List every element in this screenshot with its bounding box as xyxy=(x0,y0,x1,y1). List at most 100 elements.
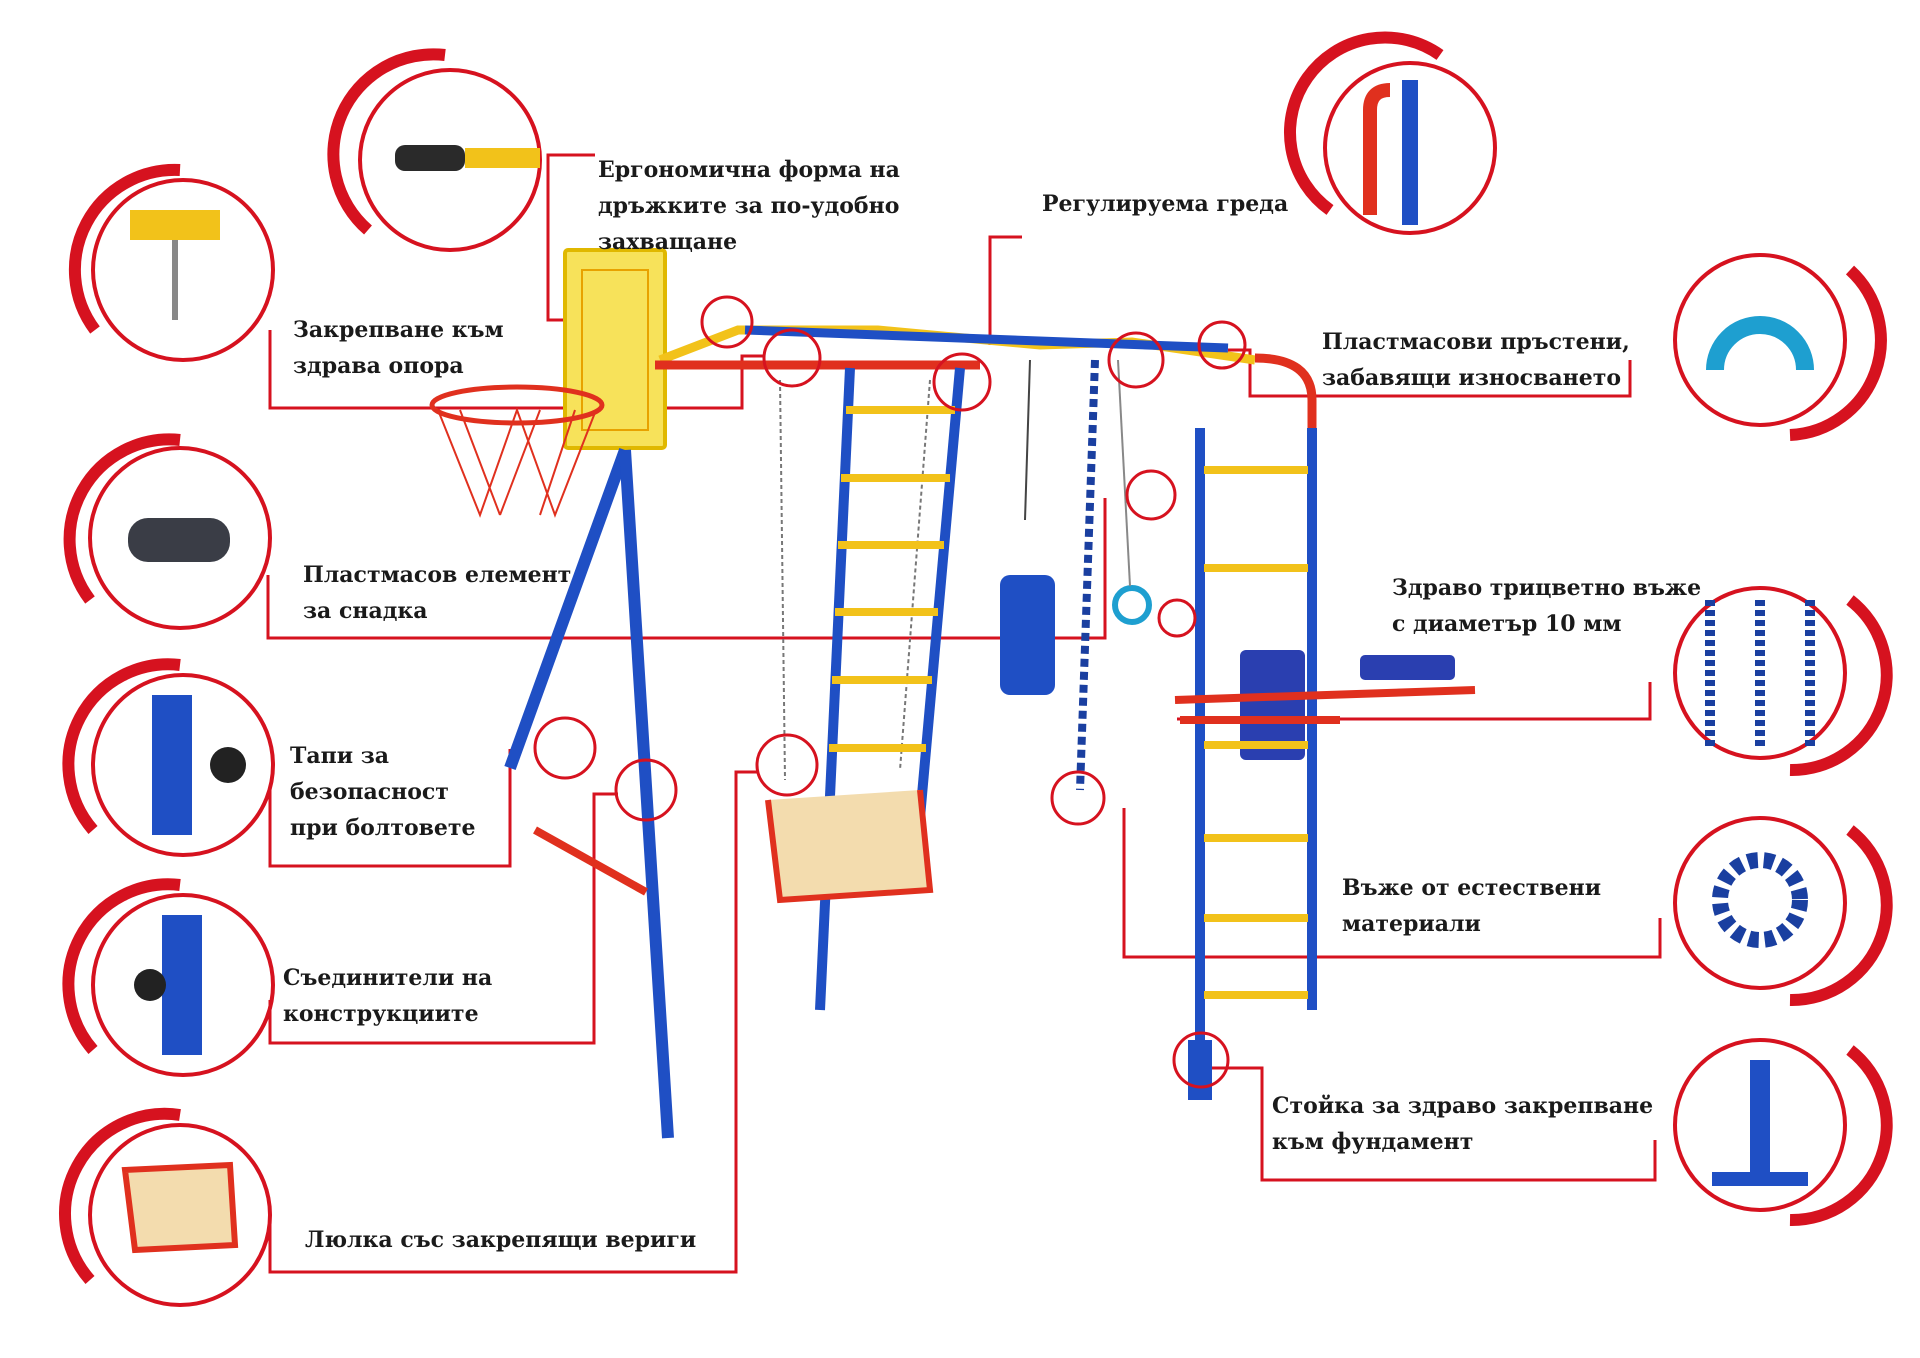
marker-handles xyxy=(700,295,754,349)
thumb-beam-arc xyxy=(1283,31,1444,215)
marker-beam xyxy=(932,352,992,412)
callout-label-caps: Тапи за безопасност при болтовете xyxy=(290,743,476,841)
callout-label-rope3: Здраво трицветно въже с диаметър 10 мм xyxy=(1392,575,1702,637)
callout-label-natural-rope: Въже от естествени материали xyxy=(1342,875,1602,937)
swing-seat-icon xyxy=(121,1161,239,1254)
thumb-snap xyxy=(63,433,272,630)
callout-label-handles: Ергономична форма на дръжките за по-удоб… xyxy=(598,157,900,255)
callout-label-mount: Закрепване към здрава опора xyxy=(293,317,504,379)
thumb-rings-arc xyxy=(1789,265,1887,441)
post-base-icon xyxy=(1712,1172,1808,1186)
marker-natural-rope xyxy=(1050,770,1106,826)
a-frame-leg-left xyxy=(504,447,631,771)
natural-rope-icon xyxy=(1712,852,1808,948)
thumb-rope3 xyxy=(1673,586,1893,777)
connector-pipe-icon xyxy=(162,915,202,1055)
thumb-rope3-arc xyxy=(1789,595,1893,777)
thumb-natural-rope xyxy=(1673,816,1893,1007)
callout-label-swing: Люлка със закрепящи вериги xyxy=(305,1227,697,1253)
thumb-snap-ring xyxy=(88,446,272,630)
ladder1-rail-right xyxy=(913,367,965,841)
a-frame-brace xyxy=(533,826,648,896)
thumb-caps-ring xyxy=(91,673,275,857)
thumb-connectors-arc xyxy=(62,878,181,1054)
marker-caps xyxy=(533,716,597,780)
thumb-natural-rope-arc xyxy=(1789,825,1893,1007)
bag-rope xyxy=(1024,359,1031,521)
thumb-swing xyxy=(59,1107,272,1307)
connector-post xyxy=(1211,1066,1657,1182)
marker-rings xyxy=(1197,320,1247,370)
thumb-natural-rope-ring xyxy=(1673,816,1847,990)
gym-ring xyxy=(1112,585,1152,625)
detail-thumbnails xyxy=(59,31,1893,1307)
thumb-beam-ring xyxy=(1323,61,1497,235)
thumb-post xyxy=(1673,1038,1893,1227)
marker-mount xyxy=(762,328,822,388)
thumb-mount-ring xyxy=(91,178,275,362)
ladder1-rail-left xyxy=(815,367,855,1011)
mount-bracket-icon xyxy=(130,210,220,240)
tricolor-rope-icon xyxy=(1705,600,1815,750)
thumb-rings xyxy=(1673,253,1887,441)
connector-snap xyxy=(266,498,1107,640)
connector-connectors xyxy=(268,792,618,1045)
callout-label-post: Стойка за здраво закрепване към фундамен… xyxy=(1272,1093,1654,1155)
thumb-post-ring xyxy=(1673,1038,1847,1212)
thumb-swing-arc xyxy=(59,1107,181,1284)
ladder-rungs xyxy=(829,406,1308,999)
connector-rings xyxy=(1228,348,1632,398)
dip-bar-pad xyxy=(1360,655,1455,680)
marker-post xyxy=(1172,1031,1230,1089)
swing-chains xyxy=(779,379,931,781)
thumb-rope3-ring xyxy=(1673,586,1847,760)
punching-bag xyxy=(1000,575,1055,695)
connector-bolt-icon xyxy=(134,969,166,1001)
basketball-rim xyxy=(429,384,605,426)
detail-markers xyxy=(533,295,1247,1089)
dip-bars xyxy=(1174,686,1476,724)
ring-strap xyxy=(1117,359,1131,587)
seat-pad xyxy=(1240,650,1305,760)
handle-pipe-icon xyxy=(465,148,540,168)
caps-pipe-icon xyxy=(152,695,192,835)
callout-label-connectors: Съединители на конструкциите xyxy=(283,965,493,1027)
connector-natural-rope xyxy=(1122,808,1662,959)
backboard-target xyxy=(581,269,649,431)
thumb-swing-ring xyxy=(88,1123,272,1307)
thumb-handles-arc xyxy=(327,48,446,235)
marker-ring-hang xyxy=(1125,469,1177,521)
foundation-post xyxy=(1188,1040,1212,1100)
basketball-net xyxy=(437,407,597,518)
marker-swing xyxy=(755,733,819,797)
thumb-connectors xyxy=(62,878,275,1077)
thumb-snap-arc xyxy=(63,433,181,604)
plastic-ring-icon xyxy=(1706,316,1814,371)
marker-rope3 xyxy=(1157,598,1197,638)
marker-connectors xyxy=(614,758,678,822)
connector-beam xyxy=(988,235,1022,345)
swing-seat xyxy=(765,789,934,904)
thumb-handles xyxy=(327,48,542,252)
thumb-mount xyxy=(68,163,275,362)
top-beam-blue xyxy=(744,325,1229,353)
thumb-beam xyxy=(1283,31,1497,235)
marker-snap xyxy=(1107,331,1165,389)
connector-mount xyxy=(268,330,764,410)
snap-element-icon xyxy=(128,518,230,562)
post-shaft-icon xyxy=(1750,1060,1770,1175)
connector-caps xyxy=(268,749,512,868)
callout-label-snap: Пластмасов елемент за снадка xyxy=(303,562,572,624)
thumb-connectors-ring xyxy=(91,893,275,1077)
thumb-post-arc xyxy=(1789,1045,1893,1227)
climbing-rope xyxy=(1076,359,1099,791)
beam-pipe-red-icon xyxy=(1363,83,1391,215)
corner-bend xyxy=(1254,353,1317,436)
connector-swing xyxy=(268,770,758,1274)
thumb-caps-arc xyxy=(62,658,181,834)
bolt-cap-icon xyxy=(210,747,246,783)
handle-grip-icon xyxy=(395,145,465,171)
thumb-mount-arc xyxy=(68,163,181,334)
